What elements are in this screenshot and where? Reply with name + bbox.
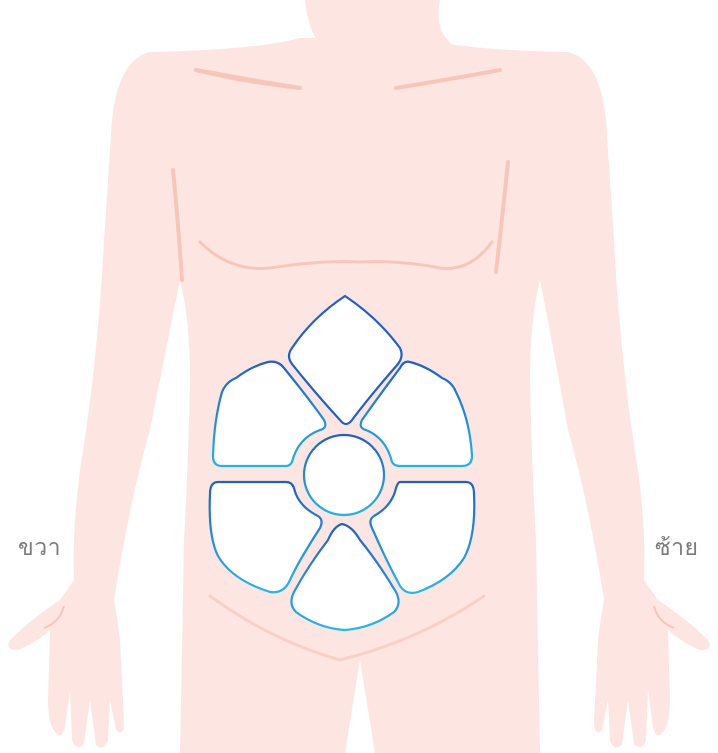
left-side-label: ซ้าย [655, 535, 699, 561]
neck [305, 0, 452, 44]
region-right-lower[interactable] [208, 480, 323, 594]
chest-line [198, 240, 494, 270]
region-umbilical[interactable] [302, 433, 386, 517]
right-side-label: ขวา [18, 535, 62, 561]
region-left-lower[interactable] [369, 480, 476, 594]
right-collarbone [394, 68, 502, 90]
region-epigastric[interactable] [287, 294, 403, 426]
pelvis-line [208, 594, 486, 662]
region-hypogastric[interactable] [290, 522, 400, 632]
left-arm-crease [494, 160, 510, 274]
region-left-upper[interactable] [359, 360, 474, 468]
right-arm-crease [171, 168, 184, 282]
abdominal-regions [208, 294, 476, 632]
region-right-upper[interactable] [211, 360, 327, 468]
